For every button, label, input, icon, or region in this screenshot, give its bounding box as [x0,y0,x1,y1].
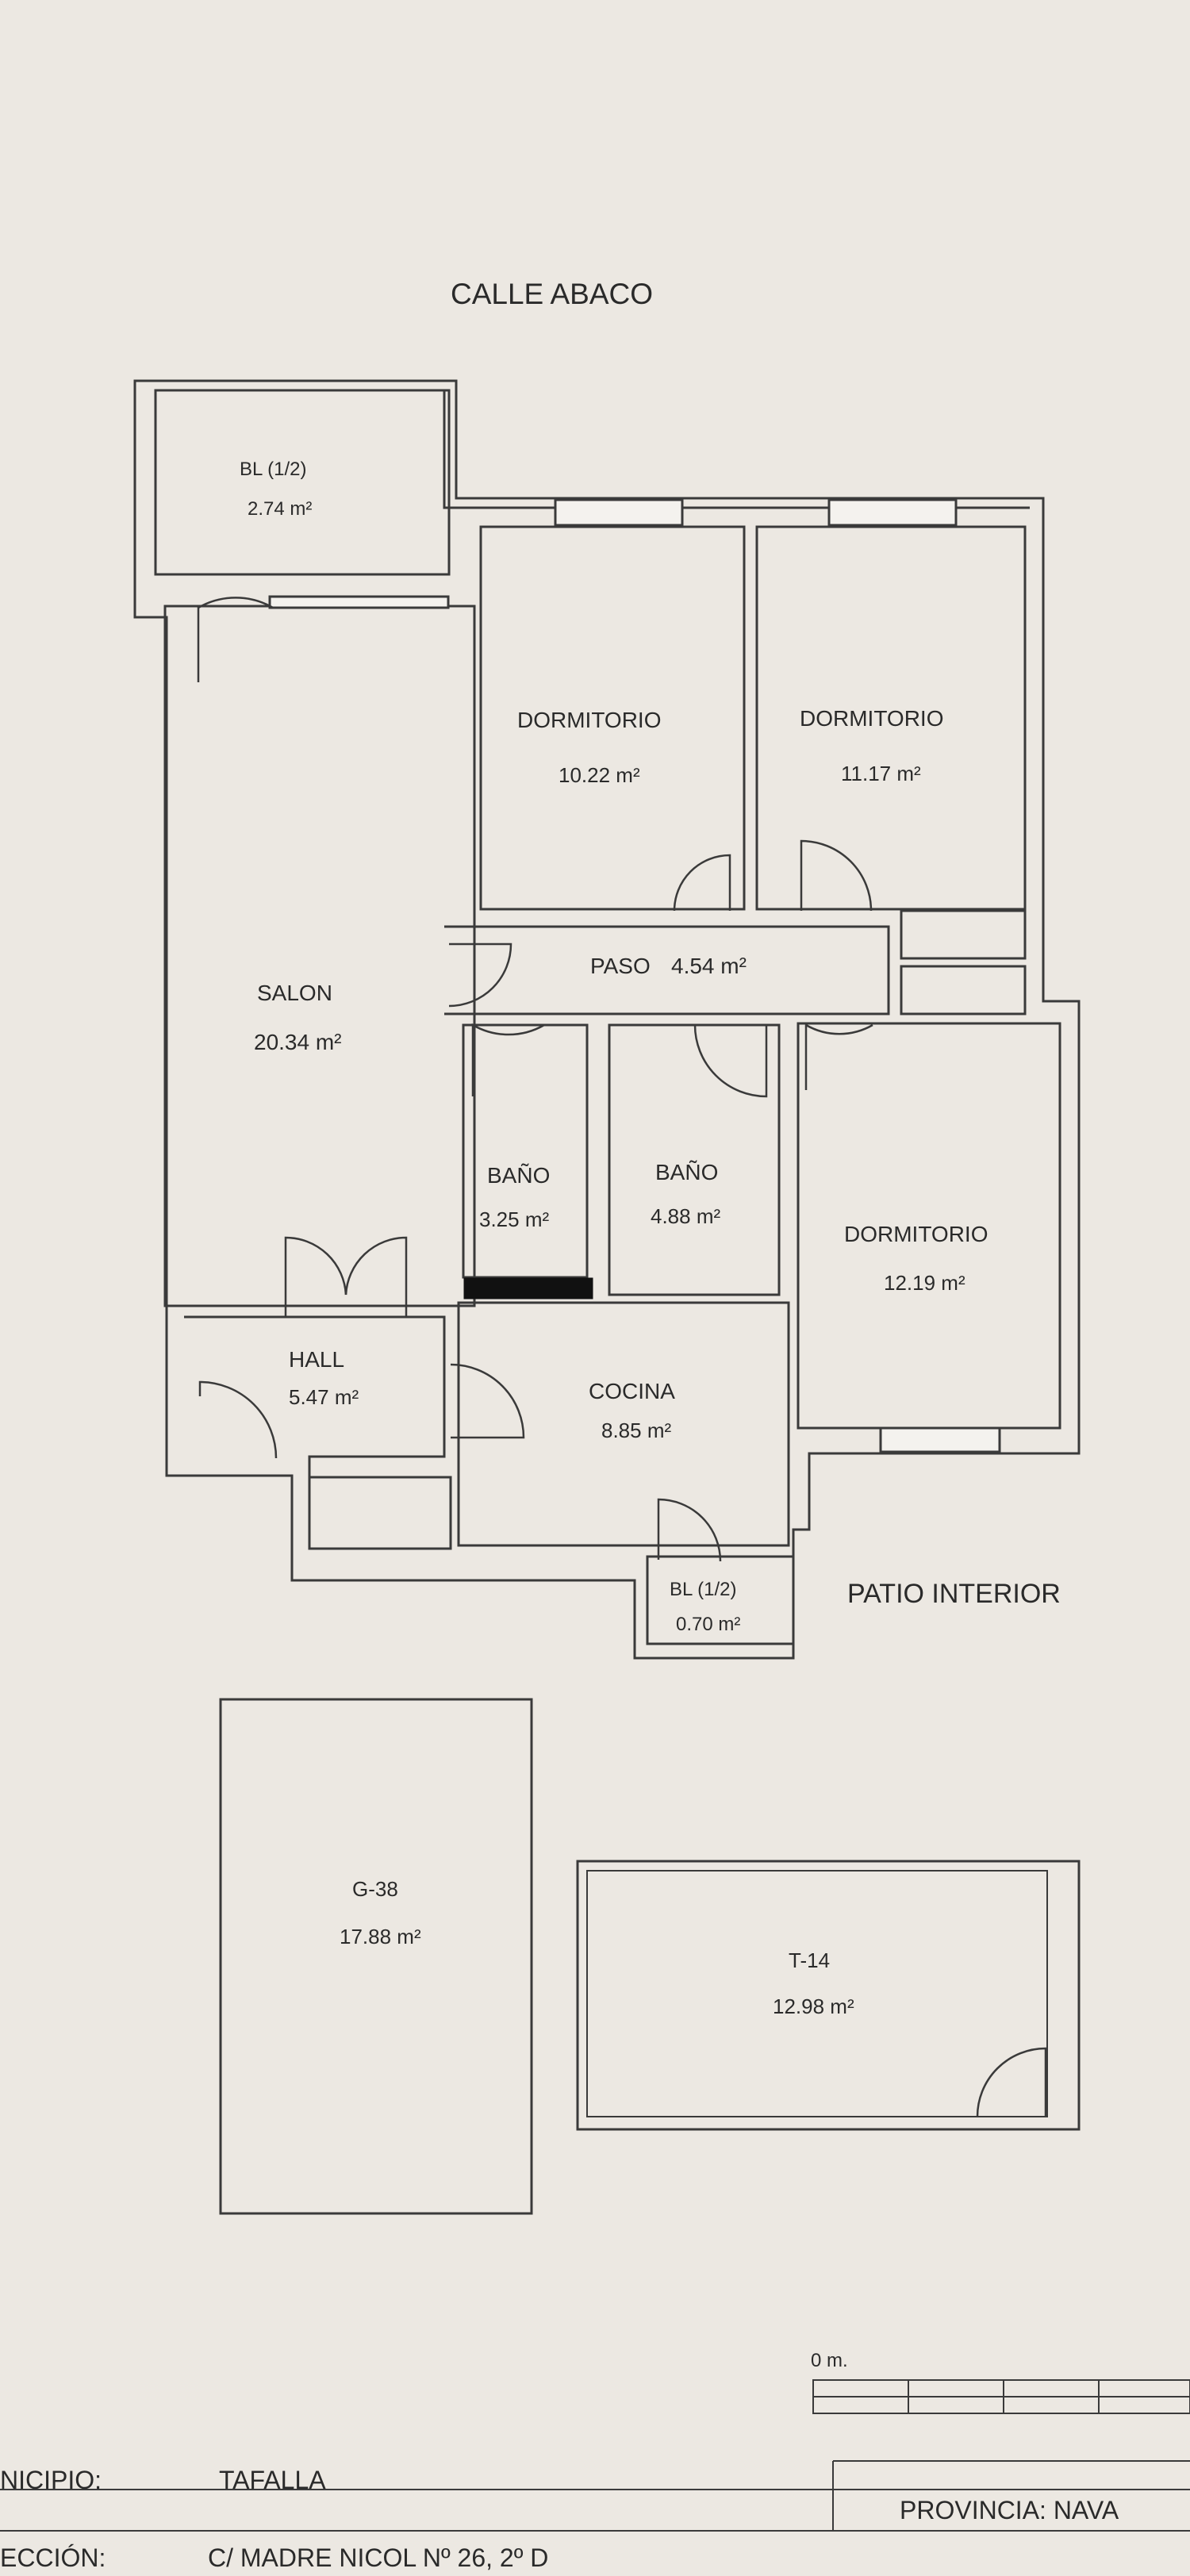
garage-area: 17.88 m² [340,1925,421,1948]
door-swing [673,854,731,912]
bano-tile-bar [463,1277,593,1300]
inner-outline [155,389,1030,509]
bl-bottom-area: 0.70 m² [676,1614,741,1635]
window [554,498,684,527]
dorm1-room [479,525,746,911]
door-swing [804,1023,873,1090]
dorm2-area: 11.17 m² [841,762,921,785]
hall-name: HALL [289,1347,345,1372]
bano2-area: 4.88 m² [651,1204,721,1228]
dorm3-area: 12.19 m² [884,1271,965,1295]
dorm2-name: DORMITORIO [800,706,944,731]
direccion-value: C/ MADRE NICOL Nº 26, 2º D [208,2543,549,2572]
salon-area: 20.34 m² [254,1030,342,1054]
paso-name: PASO [590,954,651,978]
paso-walls [444,925,890,1015]
door-swing [344,1236,408,1317]
bano1-name: BAÑO [487,1163,551,1188]
cocina-room [457,1301,790,1547]
garage-room [219,1698,533,2215]
municipio-value: TAFALLA [219,2466,326,2494]
bl-top-area: 2.74 m² [248,498,313,520]
garage-name: G-38 [352,1877,398,1901]
outer-wall [133,379,1081,1660]
window [827,498,958,527]
door-swing [657,1498,722,1562]
scale-bar [812,2379,1190,2414]
bl-top-name: BL (1/2) [240,459,307,480]
dorm1-name: DORMITORIO [517,708,662,732]
dorm3-name: DORMITORIO [844,1222,988,1246]
cocina-area: 8.85 m² [601,1419,672,1442]
door-swing [197,597,274,682]
hall-closet [308,1476,452,1550]
direccion-label: ECCIÓN: [0,2543,106,2572]
door-swing [976,2047,1047,2117]
bl-top-room [154,389,451,576]
hall-area: 5.47 m² [289,1385,359,1409]
trastero-name: T-14 [789,1948,831,1972]
door-swing [471,1023,545,1096]
door-swing [448,942,512,1008]
bano1-room [462,1023,589,1279]
municipio-label: NICIPIO: [0,2466,102,2494]
trastero-inner [586,1870,1048,2117]
bl-bottom-name: BL (1/2) [670,1579,737,1600]
street-name: CALLE ABACO [451,278,654,310]
door-swing [198,1380,278,1459]
door-swing [800,839,873,912]
dorm2-room [755,525,1027,911]
dorm1-area: 10.22 m² [559,763,640,787]
cocina-name: COCINA [589,1379,675,1403]
provincia-label: PROVINCIA: NAVA [900,2496,1119,2524]
bano1-area: 3.25 m² [479,1207,550,1231]
window [879,1426,1001,1453]
door-swing [284,1236,347,1317]
patio-label: PATIO INTERIOR [847,1579,1061,1609]
trastero-outer [576,1860,1081,2131]
door-swing [693,1024,768,1098]
bano2-name: BAÑO [655,1160,719,1184]
window [268,595,450,609]
scale-label: 0 m. [811,2350,848,2371]
paso-area: 4.54 m² [671,954,747,978]
salon-room [163,605,476,1307]
salon-name: SALON [257,981,332,1005]
door-swing [450,1363,525,1439]
closet-box [900,965,1027,1015]
closet-box [900,909,1027,960]
trastero-area: 12.98 m² [773,1994,854,2018]
